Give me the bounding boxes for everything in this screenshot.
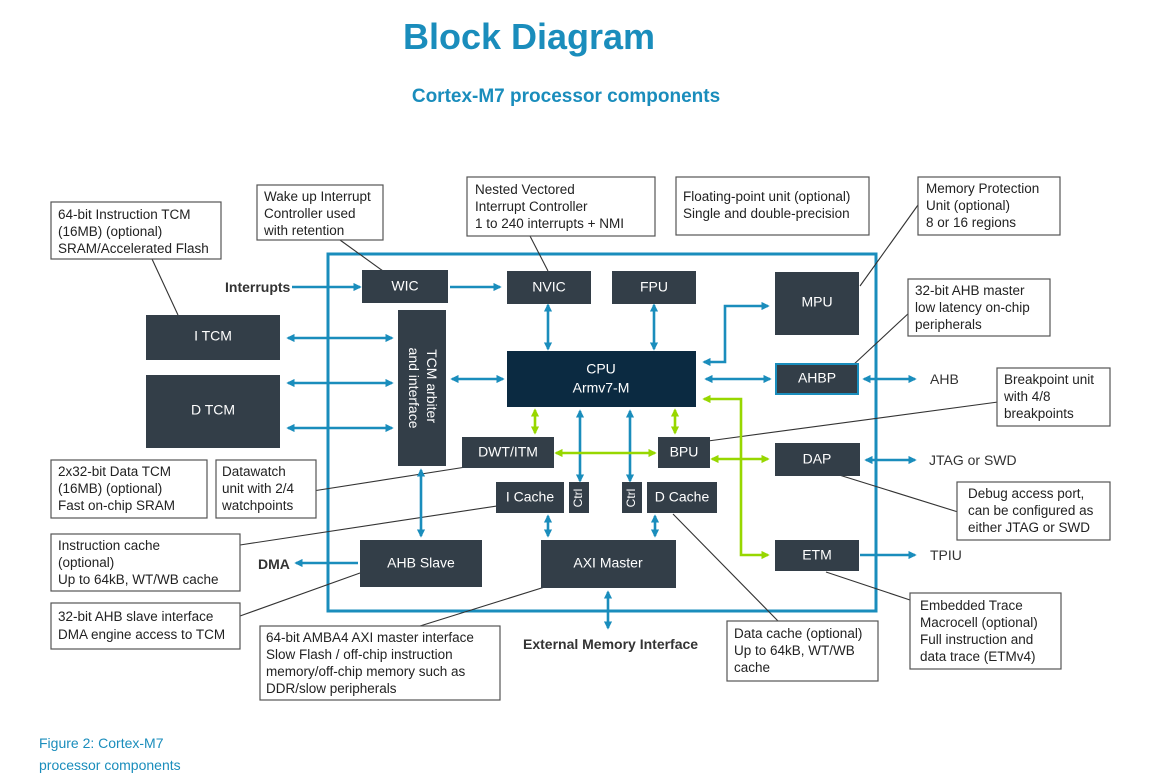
svg-text:64-bit Instruction TCM(16MB) (: 64-bit Instruction TCM(16MB) (optional)S… <box>58 207 209 256</box>
label-tpiu: TPIU <box>930 547 962 563</box>
fpu-block: FPU <box>612 271 696 304</box>
svg-text:2x32-bit Data TCM(16MB) (optio: 2x32-bit Data TCM(16MB) (optional)Fast o… <box>58 464 175 513</box>
svg-text:AHBP: AHBP <box>798 370 836 386</box>
svg-text:CPU: CPU <box>586 361 616 377</box>
svg-text:NVIC: NVIC <box>532 279 565 295</box>
svg-text:Ctrl: Ctrl <box>571 489 585 508</box>
dtcm-block: D TCM <box>146 375 280 448</box>
ahbp-block: AHBP <box>775 363 859 395</box>
note-dtcm: 2x32-bit Data TCM(16MB) (optional)Fast o… <box>50 459 208 519</box>
figure-caption: Figure 2: Cortex-M7 processor components <box>39 735 181 773</box>
svg-text:D Cache: D Cache <box>655 489 710 505</box>
dcache-block: D Cache <box>647 482 717 513</box>
svg-text:ETM: ETM <box>802 547 832 563</box>
svg-text:MPU: MPU <box>801 294 832 310</box>
svg-text:BPU: BPU <box>670 444 699 460</box>
bpu-block: BPU <box>658 437 710 468</box>
axi-master-block: AXI Master <box>541 540 676 588</box>
bus-connectors <box>286 282 917 630</box>
dwt-itm-block: DWT/ITM <box>462 437 554 468</box>
dap-block: DAP <box>775 443 860 476</box>
nvic-block: NVIC <box>507 271 591 304</box>
label-ahb: AHB <box>930 371 959 387</box>
svg-text:Instruction cache(optional)Up: Instruction cache(optional)Up to 64kB, W… <box>58 538 219 587</box>
processor-boundary <box>326 252 878 613</box>
debug-connectors <box>530 394 770 560</box>
svg-text:D TCM: D TCM <box>191 402 235 418</box>
svg-text:Ctrl: Ctrl <box>624 489 638 508</box>
ctrl-icache-block: Ctrl <box>569 482 589 513</box>
svg-text:WIC: WIC <box>391 278 418 294</box>
wic-block: WIC <box>362 270 448 303</box>
svg-text:I TCM: I TCM <box>194 328 232 344</box>
note-icache: Instruction cache(optional)Up to 64kB, W… <box>50 533 241 592</box>
icache-block: I Cache <box>496 482 564 513</box>
svg-text:DAP: DAP <box>803 451 832 467</box>
tcm-arbiter-block: TCM arbiter and interface <box>398 310 446 466</box>
svg-text:Armv7-M: Armv7-M <box>573 380 630 396</box>
ctrl-dcache-block: Ctrl <box>622 482 642 513</box>
label-external-memory: External Memory Interface <box>523 636 698 652</box>
itcm-block: I TCM <box>146 315 280 360</box>
svg-text:AHB Slave: AHB Slave <box>387 555 455 571</box>
svg-text:DWT/ITM: DWT/ITM <box>478 444 538 460</box>
note-leader-lines <box>151 204 999 627</box>
ahb-slave-block: AHB Slave <box>360 540 482 587</box>
svg-text:Debug access port,can be confi: Debug access port,can be configured asei… <box>968 486 1094 535</box>
etm-block: ETM <box>775 540 859 571</box>
mpu-block: MPU <box>775 272 859 335</box>
label-dma: DMA <box>258 556 290 572</box>
svg-text:Floating-point unit (optional): Floating-point unit (optional)Single and… <box>683 189 850 221</box>
svg-text:TCM arbiter and interfac: TCM arbiter and interface <box>406 348 440 429</box>
svg-text:AXI Master: AXI Master <box>573 555 643 571</box>
cpu-block: CPU Armv7-M <box>507 351 696 407</box>
svg-text:I Cache: I Cache <box>506 489 554 505</box>
page-title: Block Diagram <box>402 16 656 57</box>
svg-text:FPU: FPU <box>640 279 668 295</box>
page-subtitle: Cortex-M7 processor components <box>411 86 721 107</box>
label-jtag-swd: JTAG or SWD <box>929 452 1017 468</box>
label-interrupts: Interrupts <box>225 279 291 295</box>
note-itcm: 64-bit Instruction TCM(16MB) (optional)S… <box>50 201 222 260</box>
note-fpu: Floating-point unit (optional)Single and… <box>675 176 870 236</box>
svg-text:Data cache (optional)Up to 64k: Data cache (optional)Up to 64kB, WT/WBca… <box>734 626 862 675</box>
